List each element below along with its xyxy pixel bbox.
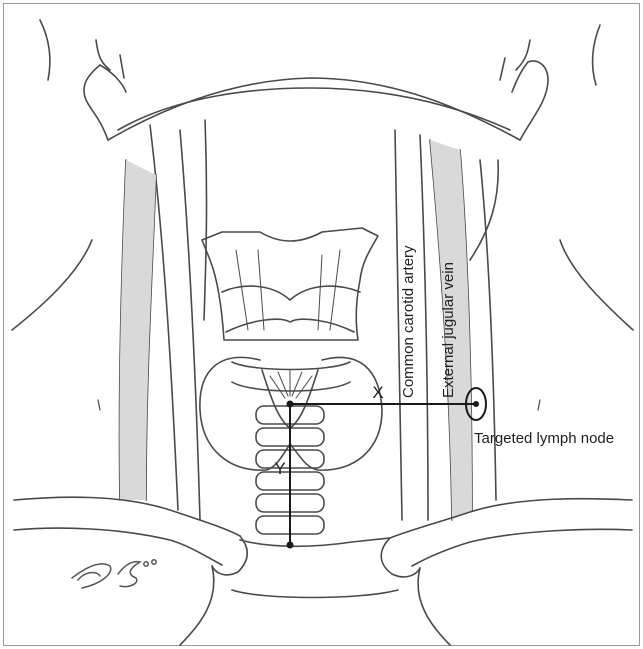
x-axis-label: X — [372, 383, 383, 402]
left-shoulder-mark — [98, 400, 100, 410]
x-end-point — [473, 401, 479, 407]
origin-point — [287, 401, 294, 408]
y-end-point — [287, 542, 294, 549]
thyroid-cartilage — [202, 228, 378, 391]
external-jugular-vein-label: External jugular vein — [440, 262, 457, 398]
mandible-outline — [84, 40, 548, 140]
artist-signature — [72, 560, 156, 588]
sternum — [180, 566, 450, 645]
right-shoulder-mark — [538, 400, 540, 410]
targeted-lymph-node-label: Targeted lymph node — [474, 430, 614, 447]
left-muscle-shading — [119, 160, 156, 500]
common-carotid-artery-label: Common carotid artery — [400, 245, 417, 398]
y-axis-label: Y — [274, 459, 285, 478]
